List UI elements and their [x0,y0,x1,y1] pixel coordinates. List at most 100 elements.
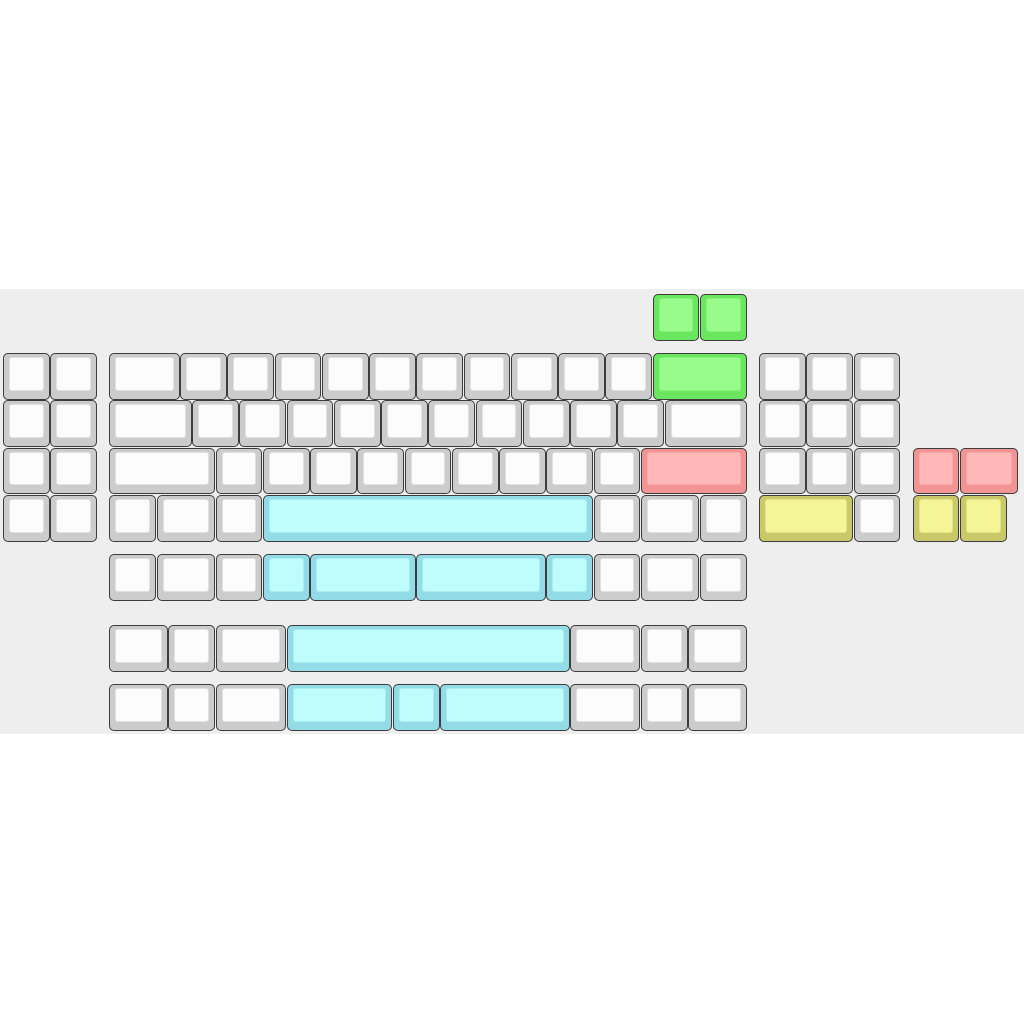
key-yellow[interactable] [759,494,853,542]
key-white[interactable] [50,447,97,495]
key-white[interactable] [570,683,641,731]
key-white[interactable] [3,447,50,495]
key-white[interactable] [50,400,97,448]
key-white[interactable] [369,353,416,400]
key-white[interactable] [617,400,664,448]
key-white[interactable] [463,353,511,400]
key-white[interactable] [428,400,475,448]
key-white[interactable] [688,683,747,731]
key-white[interactable] [475,400,523,448]
key-white[interactable] [333,400,381,448]
key-white[interactable] [239,400,286,448]
key-white[interactable] [109,494,157,542]
key-white[interactable] [50,353,97,400]
key-white[interactable] [3,353,50,400]
key-white[interactable] [593,447,641,495]
key-cyan[interactable] [286,624,570,672]
key-white[interactable] [664,400,747,448]
key-white[interactable] [593,494,641,542]
key-cyan[interactable] [286,683,393,731]
key-cyan[interactable] [392,683,440,731]
key-white[interactable] [310,447,357,495]
key-white[interactable] [180,353,227,400]
key-white[interactable] [168,683,216,731]
key-white[interactable] [227,353,275,400]
key-white[interactable] [215,447,263,495]
key-white[interactable] [451,447,499,495]
key-white[interactable] [357,447,405,495]
key-white[interactable] [759,353,806,400]
key-cyan[interactable] [310,553,416,601]
key-white[interactable] [109,447,216,495]
key-white[interactable] [759,400,806,448]
key-white[interactable] [192,400,239,448]
key-white[interactable] [558,353,605,400]
key-white[interactable] [156,553,216,601]
key-white[interactable] [570,400,617,448]
keycap-top [859,451,895,486]
key-white[interactable] [416,353,464,400]
key-white[interactable] [640,553,700,601]
key-yellow[interactable] [912,494,960,542]
key-white[interactable] [605,353,653,400]
key-white[interactable] [109,400,192,448]
key-yellow[interactable] [959,494,1007,542]
key-white[interactable] [168,624,216,672]
key-white[interactable] [262,447,310,495]
key-white[interactable] [853,447,901,495]
key-white[interactable] [499,447,546,495]
key-white[interactable] [381,400,428,448]
key-white[interactable] [759,447,806,495]
keycap-top [410,451,446,486]
key-white[interactable] [640,683,688,731]
key-white[interactable] [274,353,322,400]
key-white[interactable] [593,553,641,601]
key-white[interactable] [109,553,157,601]
key-cyan[interactable] [546,553,594,601]
key-white[interactable] [510,353,558,400]
key-white[interactable] [853,400,901,448]
key-white[interactable] [3,400,50,448]
key-white[interactable] [640,494,700,542]
key-white[interactable] [50,494,97,542]
key-white[interactable] [109,353,180,400]
key-white[interactable] [806,400,853,448]
key-white[interactable] [806,447,853,495]
key-green[interactable] [699,294,747,341]
key-red[interactable] [640,447,747,495]
key-white[interactable] [321,353,369,400]
key-white[interactable] [109,683,168,731]
key-cyan[interactable] [440,683,570,731]
key-cyan[interactable] [262,494,594,542]
key-cyan[interactable] [416,553,546,601]
key-white[interactable] [286,400,334,448]
keycap-top [599,557,635,592]
key-white[interactable] [215,683,286,731]
key-white[interactable] [853,494,901,542]
key-white[interactable] [215,494,263,542]
key-cyan[interactable] [262,553,310,601]
key-white[interactable] [699,553,747,601]
key-red[interactable] [959,447,1019,495]
key-white[interactable] [522,400,570,448]
key-white[interactable] [699,494,747,542]
keycap-top [56,357,91,391]
keycap-top [115,498,151,533]
key-white[interactable] [806,353,853,400]
key-white[interactable] [853,353,901,400]
key-white[interactable] [640,624,688,672]
key-white[interactable] [570,624,641,672]
keycap-top [292,404,328,439]
key-green[interactable] [652,294,700,341]
key-white[interactable] [404,447,452,495]
key-green[interactable] [652,353,747,400]
keycap-top [576,687,635,722]
key-white[interactable] [109,624,168,672]
key-red[interactable] [912,447,960,495]
key-white[interactable] [688,624,747,672]
key-white[interactable] [215,624,286,672]
key-white[interactable] [215,553,263,601]
key-white[interactable] [546,447,594,495]
key-white[interactable] [156,494,216,542]
key-white[interactable] [3,494,50,542]
